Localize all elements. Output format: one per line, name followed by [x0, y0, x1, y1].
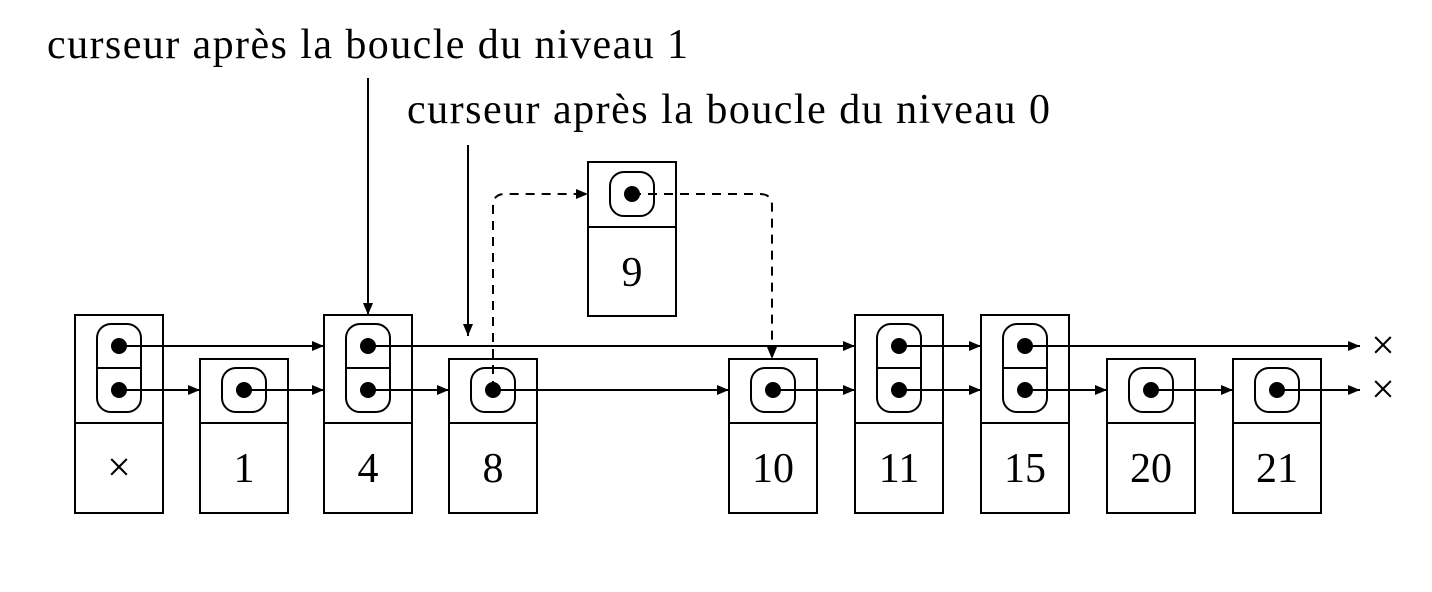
node-sentinel: × [74, 314, 164, 514]
node-9-inserted: 9 [587, 161, 677, 317]
node-key: 4 [358, 446, 379, 492]
node-key: 11 [879, 446, 919, 492]
node-11: 11 [854, 314, 944, 514]
node-10: 10 [728, 358, 818, 514]
node-20: 20 [1106, 358, 1196, 514]
list-end-level-1: × [1371, 323, 1395, 369]
annotation-level-1-cursor: curseur après la boucle du niveau 1 [47, 22, 688, 68]
list-end-level-0: × [1371, 367, 1395, 413]
dashed-link-9-to-10 [632, 193, 777, 359]
node-key: × [107, 445, 131, 491]
dashed-link-8-to-9 [492, 189, 588, 390]
annotation-level-0-cursor: curseur après la boucle du niveau 0 [407, 87, 1050, 133]
node-key: 9 [622, 250, 643, 296]
node-box [199, 358, 289, 514]
node-key: 1 [234, 446, 255, 492]
node-key: 8 [483, 446, 504, 492]
node-key: 20 [1130, 446, 1172, 492]
node-key: 15 [1004, 446, 1046, 492]
node-key: 21 [1256, 446, 1298, 492]
node-key: 10 [752, 446, 794, 492]
node-4: 4 [323, 314, 413, 514]
node-15: 15 [980, 314, 1070, 514]
node-1: 1 [199, 358, 289, 514]
node-21: 21 [1232, 358, 1322, 514]
